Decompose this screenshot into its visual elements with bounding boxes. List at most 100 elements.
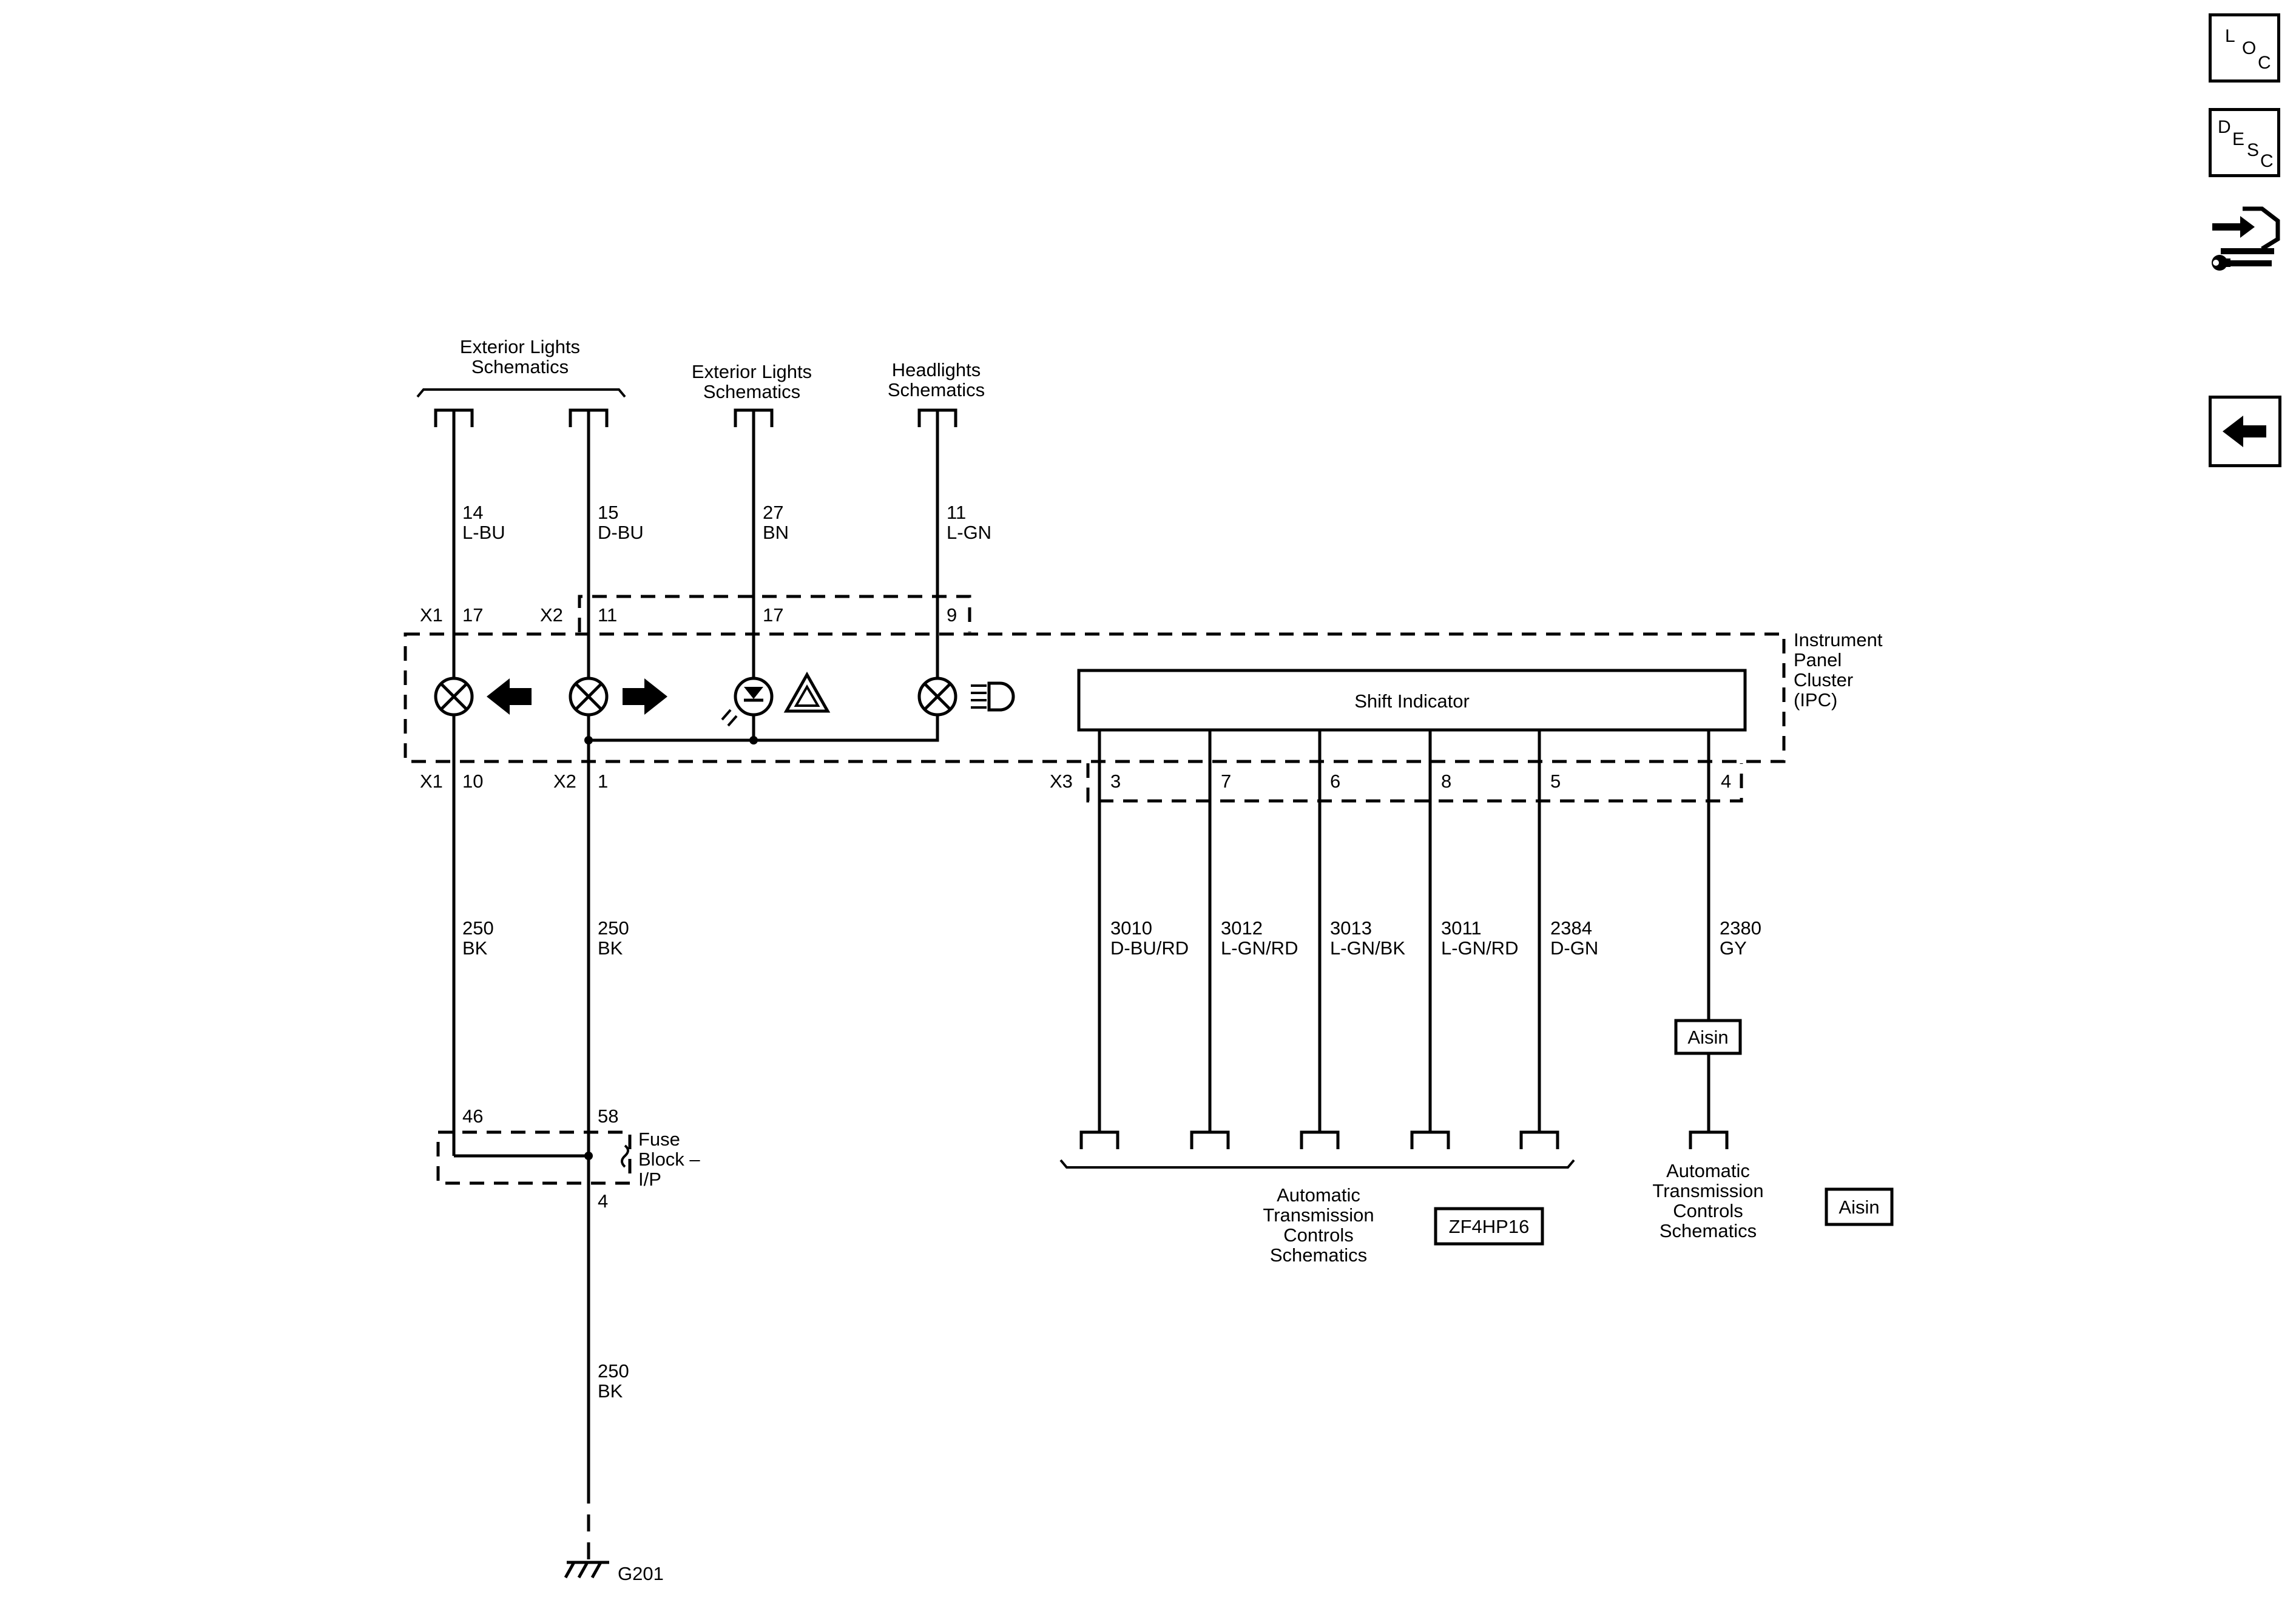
svg-text:X3: X3 bbox=[1050, 771, 1073, 792]
svg-text:ZF4HP16: ZF4HP16 bbox=[1449, 1216, 1530, 1237]
location-button[interactable]: L O C bbox=[2209, 13, 2280, 83]
top-wires bbox=[452, 410, 939, 699]
svg-text:3013: 3013 bbox=[1330, 917, 1372, 939]
svg-text:BK: BK bbox=[598, 937, 623, 959]
top-pin-labels: X1 17 X2 11 17 9 bbox=[420, 604, 957, 626]
fuse-block-outline bbox=[436, 1130, 632, 1185]
trans-wires bbox=[1098, 730, 1710, 1132]
svg-text:D-GN: D-GN bbox=[1550, 937, 1598, 959]
ground-symbol-icon bbox=[564, 1561, 609, 1579]
svg-text:10: 10 bbox=[462, 771, 483, 792]
svg-text:8: 8 bbox=[1441, 771, 1451, 792]
bottom-pin-labels: X1 10 X2 1 X3 3 7 6 8 5 4 bbox=[420, 771, 1731, 792]
ref-brace bbox=[416, 388, 626, 398]
svg-text:BK: BK bbox=[598, 1380, 623, 1402]
svg-text:D-BU/RD: D-BU/RD bbox=[1110, 937, 1189, 959]
svg-text:Panel: Panel bbox=[1794, 649, 1842, 670]
ground-wire-labels: 250 BK 250 BK bbox=[462, 917, 629, 959]
ipc-label: Instrument Panel Cluster (IPC) bbox=[1794, 629, 1883, 711]
connector-id: X2 bbox=[540, 604, 563, 626]
trans-controls-ref-aisin[interactable]: Automatic Transmission Controls Schemati… bbox=[1652, 1160, 1763, 1241]
wire-circuit: 11 bbox=[947, 502, 966, 523]
ref-line: Exterior Lights bbox=[692, 361, 812, 382]
ipc-outline bbox=[403, 632, 1786, 763]
lamp-common-bus bbox=[587, 715, 939, 742]
svg-text:L-GN/RD: L-GN/RD bbox=[1221, 937, 1298, 959]
shift-indicator-box bbox=[1077, 669, 1747, 732]
ref-line: Exterior Lights bbox=[460, 336, 580, 357]
svg-text:S: S bbox=[2247, 140, 2259, 160]
wire-color: L-BU bbox=[462, 522, 505, 543]
svg-text:Cluster: Cluster bbox=[1794, 669, 1853, 690]
ref-line: Headlights bbox=[892, 359, 981, 380]
description-button[interactable]: D E S C bbox=[2209, 108, 2280, 177]
back-arrow-icon bbox=[2223, 416, 2266, 447]
svg-text:C: C bbox=[2258, 53, 2271, 73]
loc-icon: L O C bbox=[2225, 26, 2271, 73]
svg-text:3012: 3012 bbox=[1221, 917, 1263, 939]
svg-text:6: 6 bbox=[1330, 771, 1340, 792]
aisin-option[interactable]: Aisin bbox=[1825, 1187, 1894, 1226]
svg-text:Schematics: Schematics bbox=[1660, 1220, 1757, 1241]
ref-brace bbox=[1059, 1159, 1575, 1169]
svg-text:Controls: Controls bbox=[1283, 1224, 1353, 1246]
trans-wire-labels: 3010 D-BU/RD 3012 L-GN/RD 3013 L-GN/BK 3… bbox=[1110, 917, 1761, 959]
svg-text:Instrument: Instrument bbox=[1794, 629, 1883, 650]
headlights-ref[interactable]: Headlights Schematics bbox=[888, 359, 985, 400]
svg-text:L: L bbox=[2225, 26, 2235, 46]
top-terminals bbox=[434, 408, 957, 427]
ref-line: Schematics bbox=[888, 379, 985, 400]
top-wire-labels: 14 L-BU 15 D-BU 27 BN 11 L-GN bbox=[462, 502, 991, 543]
connector-wrench-icon[interactable] bbox=[2206, 200, 2284, 279]
svg-text:2380: 2380 bbox=[1720, 917, 1761, 939]
wire-circuit: 15 bbox=[598, 502, 618, 523]
svg-text:58: 58 bbox=[598, 1106, 618, 1127]
svg-text:Schematics: Schematics bbox=[1270, 1244, 1367, 1266]
wire-color: BN bbox=[763, 522, 789, 543]
svg-text:L-GN/BK: L-GN/BK bbox=[1330, 937, 1405, 959]
aisin-inline-option[interactable]: Aisin bbox=[1674, 1019, 1742, 1055]
left-turn-lamp bbox=[434, 677, 474, 717]
desc-icon: D E S C bbox=[2218, 117, 2274, 171]
ref-line: Schematics bbox=[471, 356, 569, 377]
left-arrow-icon bbox=[487, 678, 532, 715]
svg-text:Aisin: Aisin bbox=[1838, 1197, 1879, 1218]
pin-number: 17 bbox=[763, 604, 783, 626]
pin-number: 9 bbox=[947, 604, 957, 626]
back-button[interactable] bbox=[2209, 396, 2281, 467]
hazard-triangle-icon bbox=[783, 671, 831, 713]
svg-text:250: 250 bbox=[598, 917, 629, 939]
svg-text:Transmission: Transmission bbox=[1263, 1204, 1374, 1226]
right-turn-lamp bbox=[569, 677, 609, 717]
fuse-block-labels: 46 58 Fuse Block – I/P 4 bbox=[462, 1106, 700, 1212]
svg-text:2384: 2384 bbox=[1550, 917, 1592, 939]
zf4hp16-option[interactable]: ZF4HP16 bbox=[1434, 1207, 1544, 1246]
trans-controls-ref-zf[interactable]: Automatic Transmission Controls Schemati… bbox=[1059, 1159, 1575, 1266]
x2-connector-outline bbox=[578, 595, 971, 632]
exterior-lights-ref-2[interactable]: Exterior Lights Schematics bbox=[692, 361, 812, 402]
ref-line: Schematics bbox=[703, 381, 800, 402]
svg-text:(IPC): (IPC) bbox=[1794, 689, 1837, 711]
svg-text:250: 250 bbox=[462, 917, 494, 939]
svg-text:Block –: Block – bbox=[638, 1149, 700, 1170]
exterior-lights-ref-1[interactable]: Exterior Lights Schematics bbox=[416, 336, 626, 398]
right-arrow-icon bbox=[623, 678, 667, 715]
svg-text:Automatic: Automatic bbox=[1277, 1184, 1360, 1206]
svg-text:E: E bbox=[2232, 129, 2244, 149]
ground-label: G201 bbox=[618, 1563, 664, 1584]
svg-text:Aisin: Aisin bbox=[1687, 1027, 1728, 1048]
svg-text:Automatic: Automatic bbox=[1666, 1160, 1750, 1181]
svg-text:1: 1 bbox=[598, 771, 608, 792]
svg-text:O: O bbox=[2242, 38, 2256, 58]
svg-text:7: 7 bbox=[1221, 771, 1231, 792]
svg-text:L-GN/RD: L-GN/RD bbox=[1441, 937, 1518, 959]
connector-id: X1 bbox=[420, 604, 443, 626]
svg-text:46: 46 bbox=[462, 1106, 483, 1127]
svg-text:BK: BK bbox=[462, 937, 488, 959]
wire-circuit: 27 bbox=[763, 502, 783, 523]
svg-text:5: 5 bbox=[1550, 771, 1561, 792]
shift-indicator-label: Shift Indicator bbox=[1354, 690, 1470, 712]
svg-text:GY: GY bbox=[1720, 937, 1747, 959]
svg-text:4: 4 bbox=[598, 1190, 608, 1212]
